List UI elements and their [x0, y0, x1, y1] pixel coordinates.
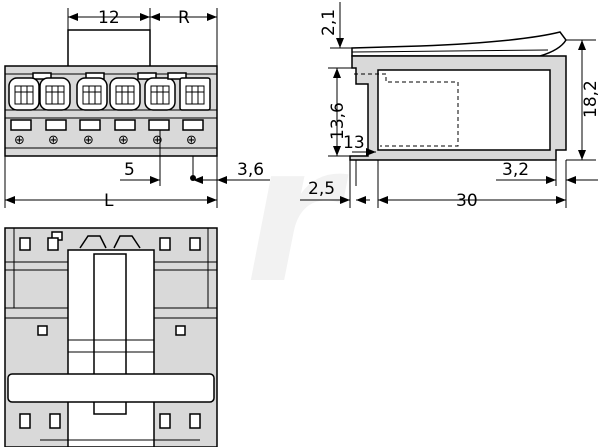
bottom-wide-bar: [7, 373, 215, 403]
svg-text:⊕: ⊕: [83, 133, 94, 148]
dimension-12: 12: [67, 8, 151, 30]
label-30: 30: [456, 191, 478, 211]
notch: [79, 235, 107, 249]
dimension-13-6: 13,6: [328, 67, 352, 157]
contact-cell: ⊕: [137, 72, 176, 148]
contact-cell: ⊕: [167, 72, 211, 148]
dimension-3-6: 3,6: [193, 156, 270, 186]
label-r: R: [178, 8, 190, 28]
svg-text:⊕: ⊕: [118, 133, 129, 148]
hole: [159, 413, 171, 429]
front-top-tab: [67, 29, 151, 69]
dimension-18-2: 18,2: [566, 39, 600, 161]
hole: [189, 237, 201, 251]
label-13: 13: [343, 133, 365, 153]
front-view: ⊕ ⊕ ⊕: [4, 8, 270, 211]
contact-cell: ⊕: [109, 77, 141, 148]
dimension-3-2: 3,2: [496, 160, 598, 208]
label-3-2: 3,2: [502, 160, 529, 180]
label-l: L: [104, 191, 114, 211]
dimension-l: L: [4, 156, 218, 211]
contact-cell: ⊕: [76, 72, 108, 148]
hole: [189, 413, 201, 429]
svg-text:⊕: ⊕: [48, 133, 59, 148]
label-3-6: 3,6: [237, 160, 264, 180]
side-view: 2,1 13,6 18,2 13: [300, 2, 600, 211]
hole: [47, 237, 59, 251]
hole: [159, 237, 171, 251]
dimension-r: R: [150, 8, 218, 66]
dimension-30: 30: [377, 160, 566, 211]
contact-cell: ⊕: [8, 72, 52, 148]
label-12: 12: [98, 8, 120, 28]
label-13-6: 13,6: [328, 102, 348, 140]
svg-text:⊕: ⊕: [186, 133, 197, 148]
front-contacts: ⊕ ⊕ ⊕: [8, 72, 211, 148]
label-18-2: 18,2: [581, 80, 600, 118]
hole: [49, 413, 61, 429]
hole: [37, 325, 48, 336]
dimension-2-5: 2,5: [300, 160, 370, 208]
bottom-view: [4, 227, 218, 447]
label-2-5: 2,5: [308, 179, 335, 199]
svg-text:⊕: ⊕: [14, 133, 25, 148]
contact-cell: ⊕: [39, 77, 71, 148]
watermark-logo: r: [245, 104, 349, 325]
svg-text:⊕: ⊕: [152, 133, 163, 148]
hole: [175, 325, 186, 336]
side-lever: [351, 31, 567, 57]
side-hidden-contour: [354, 73, 459, 147]
dimension-2-1: 2,1: [319, 2, 356, 49]
notch: [113, 235, 141, 249]
hole: [19, 413, 31, 429]
label-5: 5: [124, 160, 135, 180]
dimension-5: 5: [120, 130, 161, 186]
hole: [19, 237, 31, 251]
dimension-13: 13: [343, 133, 376, 156]
label-2-1: 2,1: [319, 9, 339, 36]
